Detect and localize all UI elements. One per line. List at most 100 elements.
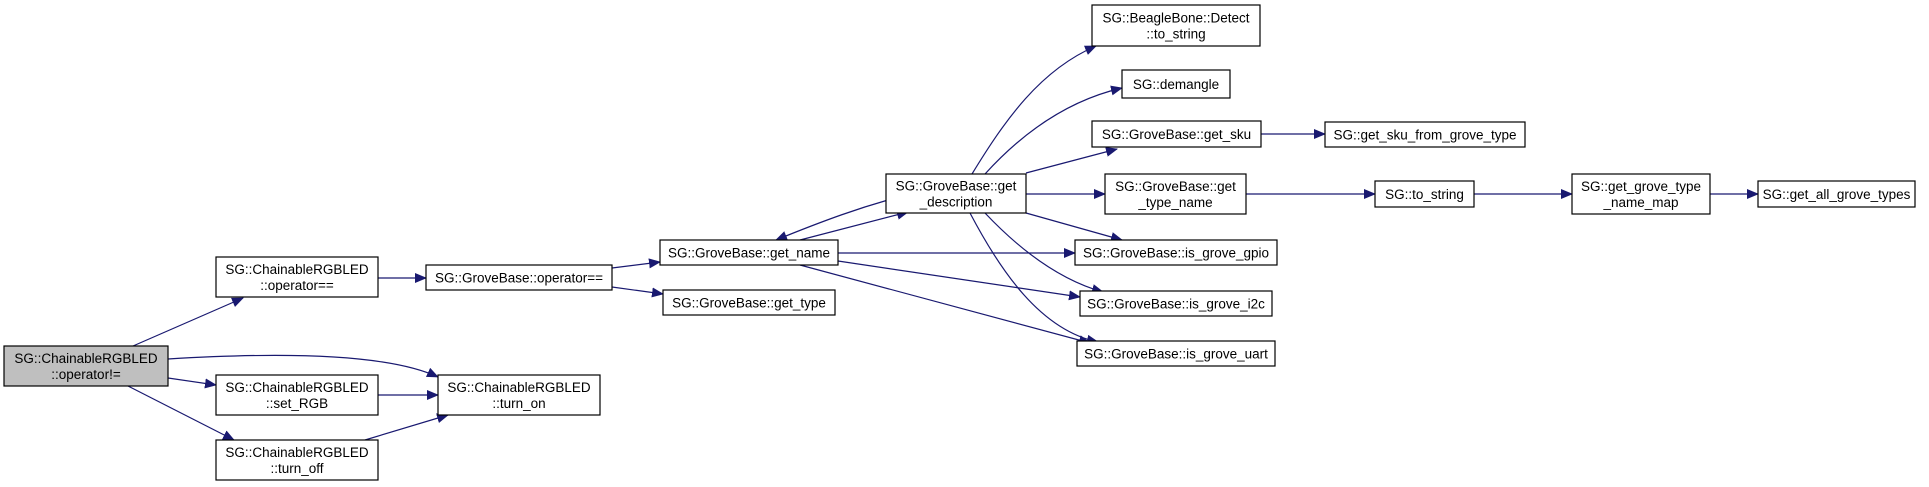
edge-get_desc-to-get_name <box>775 199 889 241</box>
node-label: SG::GroveBase::get_name <box>668 246 830 261</box>
node-box[interactable] <box>425 264 613 291</box>
node-is-i2c[interactable]: SG::GroveBase::is_grove_i2c <box>1079 290 1273 317</box>
node-label: SG::demangle <box>1133 77 1219 92</box>
edge-line <box>1025 212 1123 242</box>
node-box[interactable] <box>885 173 1027 214</box>
node-label: SG::GroveBase::is_grove_i2c <box>1087 297 1265 312</box>
edge-line <box>799 264 1091 345</box>
node-label: SG::to_string <box>1385 187 1464 202</box>
edge-line <box>127 385 235 441</box>
node-box[interactable] <box>1091 120 1262 148</box>
node-bb-to-string[interactable]: SG::BeagleBone::Detect::to_string <box>1091 4 1261 47</box>
node-to-string[interactable]: SG::to_string <box>1374 180 1475 208</box>
edge-gb_eq-to-get_type <box>611 286 664 298</box>
node-box[interactable] <box>215 439 379 481</box>
node-box[interactable] <box>215 374 379 416</box>
edge-line <box>167 354 439 378</box>
node-box[interactable] <box>1079 290 1273 317</box>
node-label: ::set_RGB <box>266 396 328 411</box>
node-box[interactable] <box>1374 180 1475 208</box>
edge-turn_off-to-turn_on <box>364 413 449 441</box>
edge-line <box>611 258 661 269</box>
edge-line <box>971 45 1097 175</box>
edge-get_desc-to-is_i2c <box>984 212 1104 294</box>
node-box[interactable] <box>662 289 836 316</box>
node-turn-off[interactable]: SG::ChainableRGBLED::turn_off <box>215 439 379 481</box>
node-label: SG::ChainableRGBLED <box>225 262 369 277</box>
node-label: SG::get_all_grove_types <box>1763 187 1911 202</box>
node-label: SG::ChainableRGBLED <box>225 380 369 395</box>
edge-get_desc-to-bb_to_string <box>971 45 1097 175</box>
node-turn-on[interactable]: SG::ChainableRGBLED::turn_on <box>437 374 601 416</box>
node-get-name[interactable]: SG::GroveBase::get_name <box>659 239 839 266</box>
node-label: ::turn_off <box>270 461 323 476</box>
edge-line <box>799 209 909 241</box>
node-all-types[interactable]: SG::get_all_grove_types <box>1757 180 1916 208</box>
edge-line <box>837 260 1081 301</box>
edge-root-to-turn_off <box>127 385 235 441</box>
node-label: SG::get_grove_type <box>1581 179 1701 194</box>
node-get-type-name[interactable]: SG::GroveBase::get_type_name <box>1104 173 1247 215</box>
edge-line <box>1025 146 1118 174</box>
node-type-name-map[interactable]: SG::get_grove_type_name_map <box>1571 173 1711 215</box>
edge-get_name-to-is_uart <box>799 264 1091 345</box>
node-label: SG::BeagleBone::Detect <box>1102 11 1249 26</box>
edge-get_desc-to-get_sku <box>1025 146 1118 174</box>
node-get-sku[interactable]: SG::GroveBase::get_sku <box>1091 120 1262 148</box>
node-get-desc[interactable]: SG::GroveBase::get_description <box>885 173 1027 214</box>
node-label: SG::GroveBase::get <box>896 179 1017 194</box>
edge-root-to-turn_on <box>167 354 439 378</box>
node-box[interactable] <box>1121 69 1231 99</box>
node-box[interactable] <box>215 256 379 298</box>
nodes-layer: SG::ChainableRGBLED::operator!=SG::Chain… <box>3 4 1916 481</box>
node-box[interactable] <box>1074 239 1278 266</box>
node-set-rgb[interactable]: SG::ChainableRGBLED::set_RGB <box>215 374 379 416</box>
node-label: ::turn_on <box>492 396 545 411</box>
edge-line <box>775 199 889 241</box>
node-get-type[interactable]: SG::GroveBase::get_type <box>662 289 836 316</box>
node-demangle[interactable]: SG::demangle <box>1121 69 1231 99</box>
node-label: SG::GroveBase::operator== <box>435 271 603 286</box>
node-box[interactable] <box>1091 4 1261 47</box>
node-label: SG::GroveBase::is_grove_gpio <box>1083 246 1269 261</box>
edge-line <box>132 297 244 347</box>
node-label: SG::ChainableRGBLED <box>447 380 591 395</box>
edge-gb_eq-to-get_name <box>611 258 661 269</box>
edge-get_name-to-is_i2c <box>837 260 1081 301</box>
edge-root-to-crgb_eq <box>132 297 244 347</box>
node-label: _name_map <box>1602 195 1678 210</box>
node-label: ::operator!= <box>51 367 121 382</box>
node-box[interactable] <box>1076 340 1276 367</box>
node-box[interactable] <box>1571 173 1711 215</box>
edge-line <box>167 377 217 389</box>
node-sku-from-type[interactable]: SG::get_sku_from_grove_type <box>1324 121 1526 148</box>
edge-line <box>969 212 1099 345</box>
node-box[interactable] <box>437 374 601 416</box>
node-is-uart[interactable]: SG::GroveBase::is_grove_uart <box>1076 340 1276 367</box>
edge-line <box>984 212 1104 294</box>
edge-get_desc-to-is_uart <box>969 212 1099 345</box>
node-gb-eq[interactable]: SG::GroveBase::operator== <box>425 264 613 291</box>
node-label: SG::GroveBase::get <box>1115 179 1236 194</box>
edge-line <box>364 413 449 441</box>
node-box[interactable] <box>3 345 169 387</box>
node-label: SG::GroveBase::is_grove_uart <box>1084 347 1268 362</box>
edges-layer <box>127 45 1759 441</box>
edge-root-to-set_rgb <box>167 377 217 389</box>
node-crgb-eq[interactable]: SG::ChainableRGBLED::operator== <box>215 256 379 298</box>
node-label: SG::ChainableRGBLED <box>225 445 369 460</box>
node-box[interactable] <box>1757 180 1916 208</box>
node-box[interactable] <box>1104 173 1247 215</box>
edge-get_desc-to-demangle <box>984 85 1123 175</box>
node-box[interactable] <box>1324 121 1526 148</box>
node-box[interactable] <box>659 239 839 266</box>
node-label: ::operator== <box>260 278 334 293</box>
edge-get_name-to-get_desc <box>799 209 909 241</box>
node-label: _description <box>919 195 993 210</box>
node-label: SG::get_sku_from_grove_type <box>1333 128 1516 143</box>
node-label: SG::ChainableRGBLED <box>14 351 158 366</box>
node-root[interactable]: SG::ChainableRGBLED::operator!= <box>3 345 169 387</box>
edge-line <box>984 85 1123 175</box>
node-label: SG::GroveBase::get_sku <box>1102 127 1251 142</box>
node-is-gpio[interactable]: SG::GroveBase::is_grove_gpio <box>1074 239 1278 266</box>
